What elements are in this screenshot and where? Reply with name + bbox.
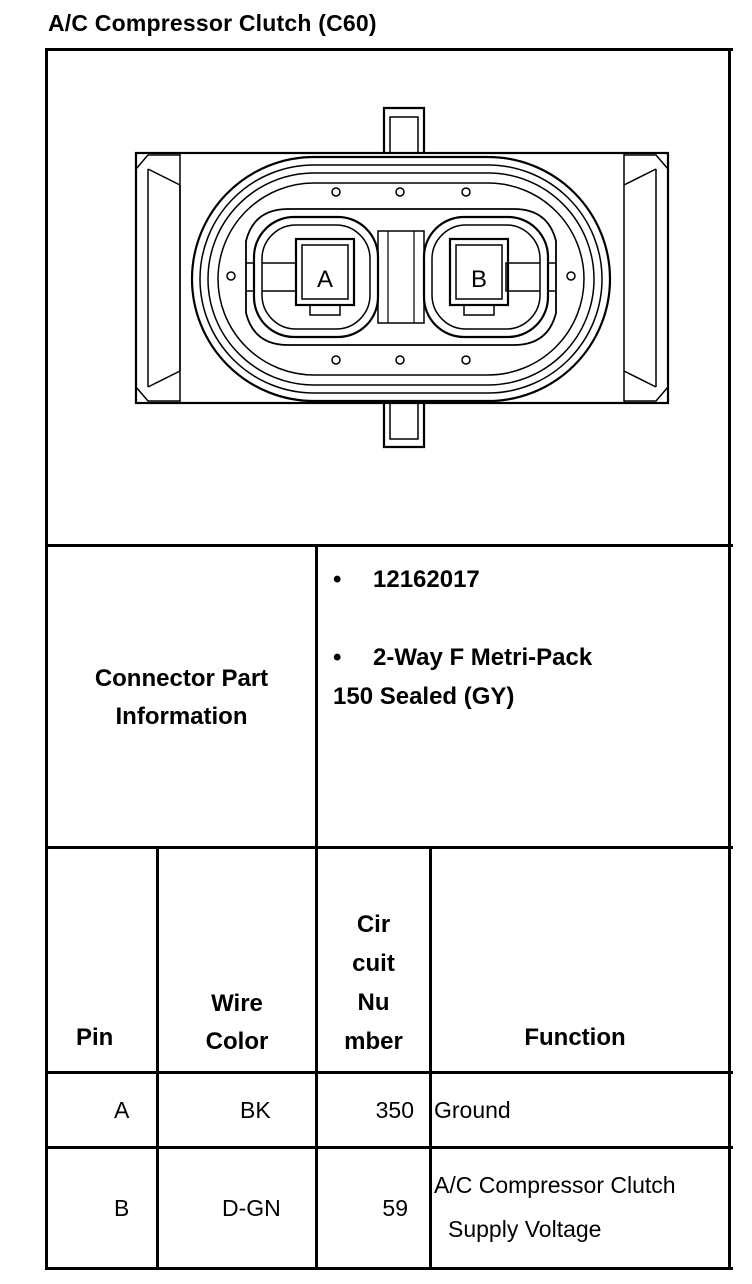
- header-wire-color-line1: Wire: [211, 990, 263, 1017]
- divider-col-wire: [315, 846, 318, 1270]
- page-title: A/C Compressor Clutch (C60): [48, 10, 377, 36]
- row-b-circuit: 59: [382, 1195, 408, 1221]
- pin-b-label: B: [471, 266, 487, 293]
- header-circuit-number: Cir cuit Nu mber: [318, 905, 429, 1061]
- bullet-icon: •: [333, 644, 342, 671]
- connector-description-line2: 150 Sealed (GY): [333, 683, 515, 710]
- row-a-pin: A: [114, 1097, 130, 1123]
- divider-col-circuit: [429, 846, 432, 1270]
- row-b-function-line2: Supply Voltage: [448, 1216, 602, 1242]
- divider-header: [45, 1071, 733, 1074]
- header-wire-color-line2: Color: [205, 1028, 269, 1055]
- header-circuit-line2: cuit: [352, 950, 395, 977]
- connector-face-diagram: A B: [134, 106, 670, 449]
- header-circuit-line3: Nu: [357, 989, 390, 1016]
- frame-right-border: [728, 48, 731, 1270]
- connector-description-item: • 2-Way F Metri-Pack: [333, 644, 592, 672]
- row-a-function: Ground: [434, 1097, 511, 1123]
- row-b-wire-color: D-GN: [222, 1195, 281, 1221]
- header-wire-color: Wire Color: [159, 985, 315, 1061]
- header-pin: Pin: [76, 1024, 114, 1051]
- divider-info-column: [315, 544, 318, 846]
- part-number-item: • 12162017: [333, 566, 480, 594]
- divider-row-a: [45, 1146, 733, 1149]
- header-function: Function: [524, 1024, 626, 1051]
- connector-description-line1: 2-Way F Metri-Pack: [373, 644, 593, 671]
- row-a-wire-color: BK: [240, 1097, 271, 1123]
- row-b-function-line1: A/C Compressor Clutch: [434, 1172, 676, 1198]
- bullet-icon: •: [333, 566, 342, 593]
- header-circuit-line1: Cir: [356, 911, 391, 938]
- part-number: 12162017: [373, 566, 480, 593]
- divider-diagram: [45, 544, 733, 547]
- row-b-pin: B: [114, 1195, 130, 1221]
- pin-a-label: A: [317, 266, 333, 293]
- connector-info-label: Connector Part Information: [48, 660, 315, 736]
- divider-connector-info: [45, 846, 733, 849]
- divider-col-pin: [156, 846, 159, 1270]
- connector-info-label-line1: Connector Part: [94, 665, 269, 692]
- header-circuit-line4: mber: [344, 1028, 403, 1055]
- connector-info-label-line2: Information: [115, 703, 248, 730]
- row-a-circuit: 350: [375, 1097, 414, 1123]
- divider-row-b: [45, 1267, 733, 1270]
